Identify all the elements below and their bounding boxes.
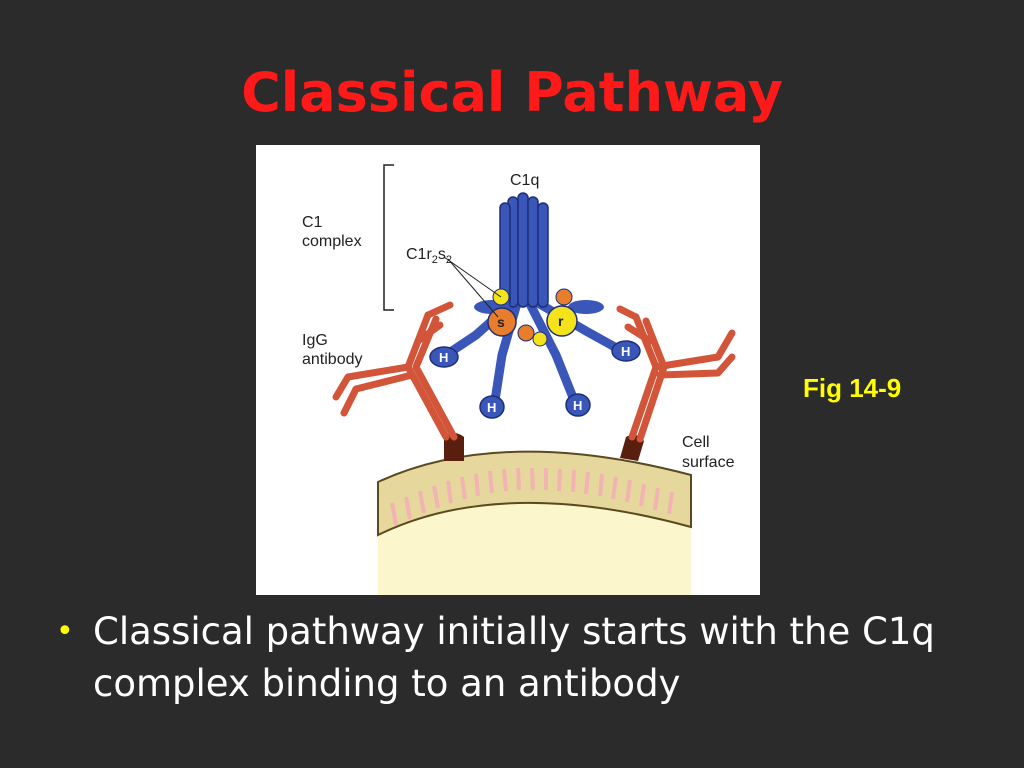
c1q-stalk (499, 192, 549, 308)
c1-complex-bracket (383, 164, 394, 311)
figure-illustration: C1q C1 complex C1r2s2 IgG antibody Cell … (302, 164, 736, 595)
igg-arm-upper-left (414, 321, 654, 345)
c1-complex-figure: C1q C1 complex C1r2s2 IgG antibody Cell … (256, 145, 760, 595)
head-label-3: H (573, 398, 582, 413)
c1s-label: s (497, 314, 505, 330)
label-c1-complex-line1: C1 (302, 214, 323, 231)
igg-antibody-left (332, 301, 458, 441)
c1q-globular-heads (429, 340, 641, 419)
label-c1q: C1q (510, 172, 539, 189)
c1r-label: r (558, 313, 564, 329)
c1s-subunit (487, 307, 517, 337)
label-c1r2s2: C1r2s2 (406, 246, 452, 266)
label-igg-line2: antibody (302, 351, 363, 368)
head-label-2: H (487, 400, 496, 415)
antigen-left (444, 433, 464, 461)
head-label-4: H (621, 344, 630, 359)
slide-title: Classical Pathway (241, 61, 783, 124)
c1s-small-bottom (517, 324, 535, 342)
pointer-lines (443, 256, 502, 318)
label-cell-line1: Cell (682, 434, 710, 451)
c1r-small-bottom (532, 331, 548, 347)
bullet-text: Classical pathway initially starts with … (93, 610, 935, 705)
membrane-stripes (390, 467, 674, 526)
figure-reference-label: Fig 14-9 (803, 373, 902, 403)
head-label-1: H (439, 350, 448, 365)
c1r-subunit (546, 305, 578, 337)
label-c1-complex-line2: complex (302, 233, 362, 250)
bullet-marker: • (56, 614, 74, 649)
cell-membrane (377, 450, 692, 537)
label-cell-line2: surface (682, 454, 735, 471)
c1q-wing-right (568, 300, 604, 314)
label-igg-line1: IgG (302, 332, 328, 349)
c1s-small-top-right (555, 288, 573, 306)
